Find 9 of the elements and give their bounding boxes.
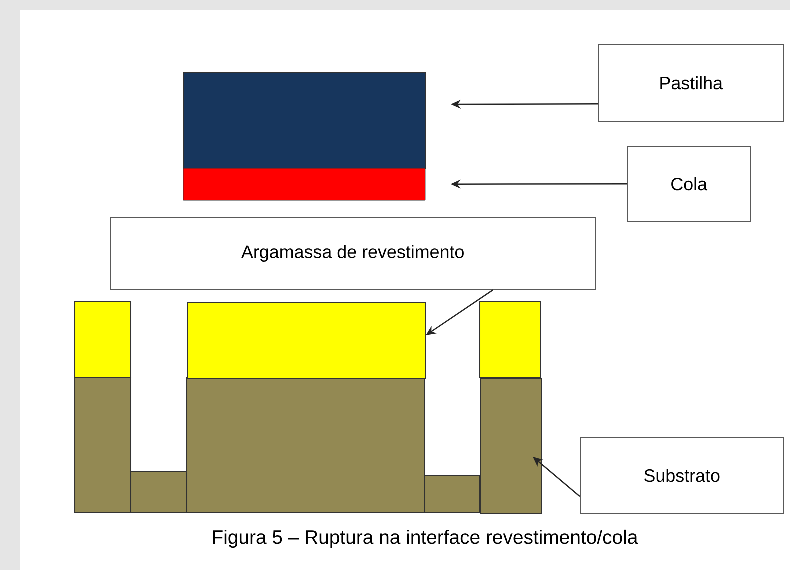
figure-caption: Figura 5 – Ruptura na interface revestimento/cola — [213, 530, 638, 548]
label-box: Pastilha — [598, 44, 784, 122]
label-box: Argamassa de revestimento — [110, 217, 596, 290]
glue-layer — [183, 168, 426, 201]
substrate-pillar — [480, 378, 542, 514]
tile-block — [183, 72, 426, 169]
label-box: Substrato — [580, 437, 784, 514]
mortar-block — [187, 302, 426, 379]
label-box: Cola — [627, 146, 752, 222]
